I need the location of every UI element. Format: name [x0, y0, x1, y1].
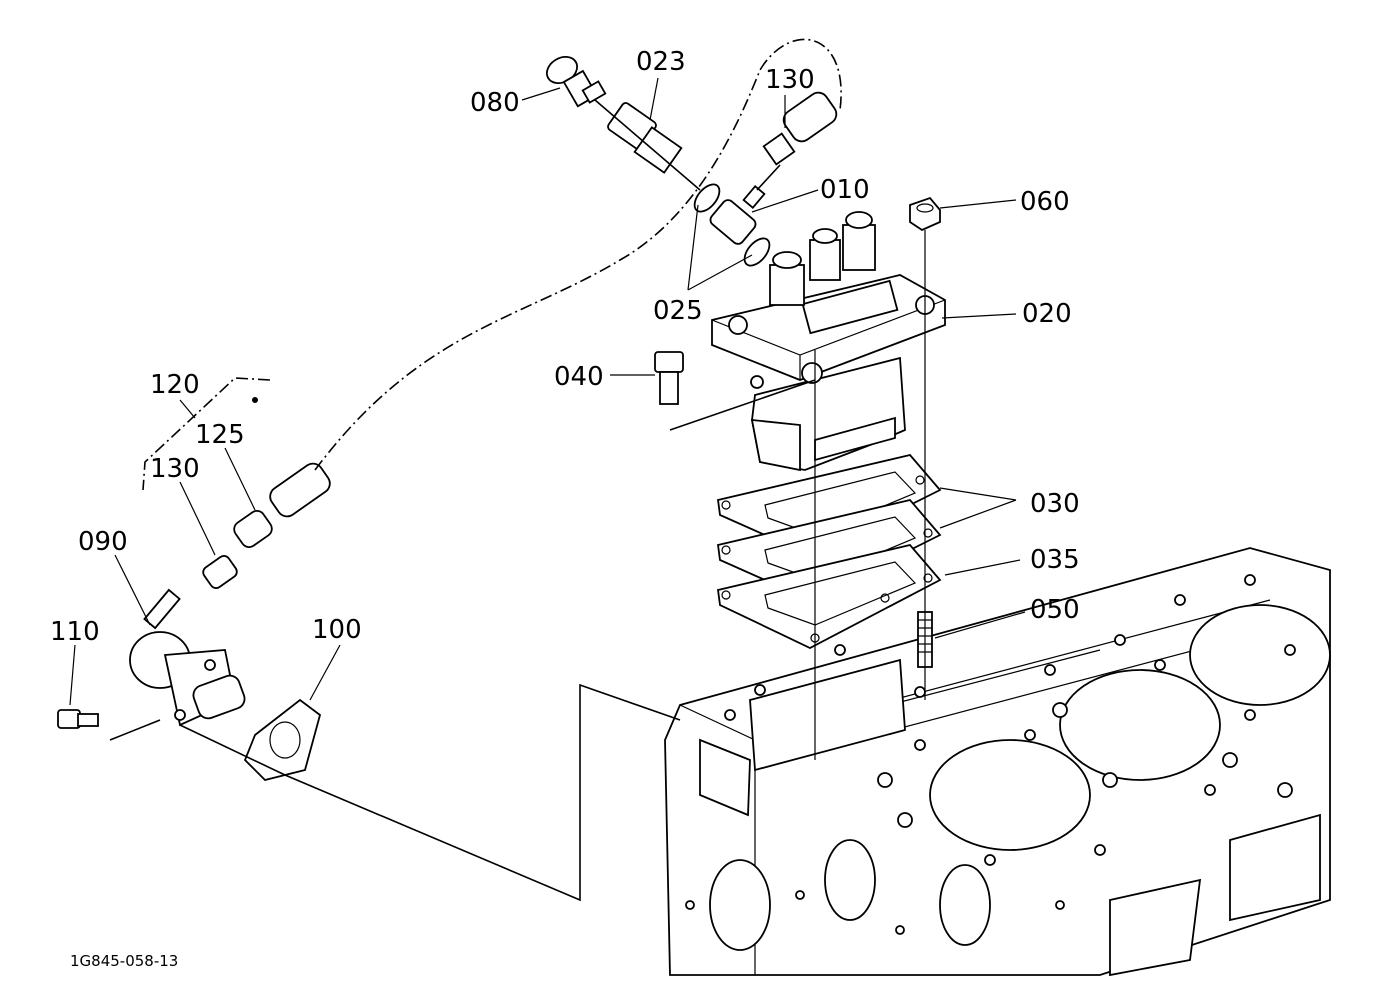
hose-125 [233, 462, 331, 548]
callout-060: 060 [1020, 187, 1070, 217]
callout-080: 080 [470, 88, 520, 118]
callout-035: 035 [1030, 545, 1080, 575]
callout-130-top: 130 [765, 65, 815, 95]
callout-040: 040 [554, 362, 604, 392]
bracket-120 [142, 377, 271, 491]
hose-clip-130-bottom [202, 555, 238, 589]
leader-lines [69, 77, 1026, 706]
bolt-110 [57, 709, 99, 729]
callout-125: 125 [195, 420, 245, 450]
callout-110: 110 [50, 617, 100, 647]
gasket-035 [717, 543, 942, 650]
callout-090: 090 [78, 527, 128, 557]
feed-pump-090 [129, 588, 246, 727]
banjo-010 [709, 184, 766, 245]
callout-050: 050 [1030, 595, 1080, 625]
injection-pump [711, 211, 946, 472]
callout-025: 025 [653, 296, 703, 326]
fitting-080 [546, 55, 607, 108]
callout-023: 023 [636, 47, 686, 77]
delivery-valve-holders [769, 211, 876, 306]
drawing-code: 1G845-058-13 [70, 952, 178, 970]
callout-020: 020 [1022, 299, 1072, 329]
callout-120: 120 [150, 370, 200, 400]
nut-060 [909, 196, 941, 232]
callout-100: 100 [312, 615, 362, 645]
fuel-line-path [314, 38, 842, 471]
callout-130-bottom: 130 [150, 454, 200, 484]
hose-clip-130-top [762, 91, 838, 166]
callout-030: 030 [1030, 489, 1080, 519]
bolt-040 [654, 351, 684, 405]
washers-025 [693, 183, 771, 267]
fitting-023 [607, 102, 683, 174]
gasket-100 [243, 698, 322, 781]
callout-010: 010 [820, 175, 870, 205]
engine-block [664, 547, 1331, 977]
